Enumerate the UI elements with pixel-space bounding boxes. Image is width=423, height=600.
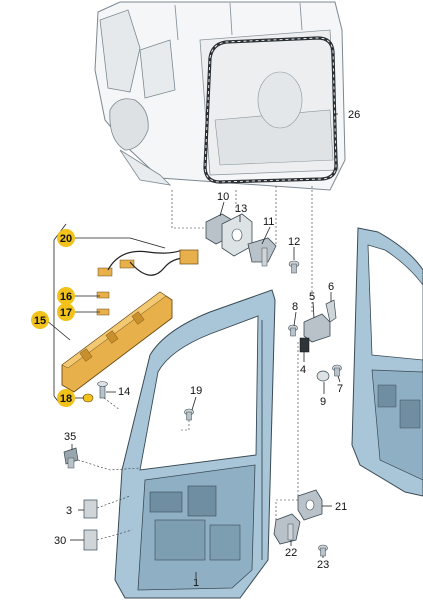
- bolt-8: [288, 324, 298, 337]
- highlight-markers: [31, 229, 75, 407]
- hinge-22: [273, 513, 301, 545]
- bolt-23: [318, 544, 328, 557]
- callout-14: 14: [118, 386, 130, 398]
- callout-labels: 20 16 17 15 18 14 26 10 13 11 12 8 5 6 4…: [34, 109, 360, 589]
- callout-19: 19: [190, 385, 202, 397]
- retaining-clips: [96, 259, 135, 316]
- callout-23: 23: [317, 559, 329, 571]
- callout-13: 13: [235, 203, 247, 215]
- screw-14: [97, 381, 108, 399]
- callout-4: 4: [300, 364, 306, 376]
- callout-8: 8: [292, 301, 298, 313]
- stop-6: [325, 299, 337, 323]
- bracket-21: [297, 489, 323, 521]
- rear-door-panel: [114, 289, 276, 599]
- wiring-harness: [107, 249, 199, 276]
- callout-17: 17: [60, 307, 72, 319]
- callout-18: 18: [60, 393, 72, 405]
- buffer-4: [299, 337, 310, 353]
- pad-30: [83, 529, 98, 551]
- callout-11: 11: [263, 216, 274, 228]
- callout-6: 6: [328, 281, 334, 293]
- vehicle-body-illustration: [94, 1, 346, 191]
- bolt-35: [63, 447, 79, 469]
- callout-21: 21: [335, 501, 347, 513]
- assembly-lines: [77, 186, 313, 541]
- pad-3: [83, 499, 98, 519]
- callout-1: 1: [193, 577, 199, 589]
- callout-26: 26: [348, 109, 360, 121]
- bolt-7: [332, 364, 342, 377]
- side-door-panel: [351, 227, 423, 497]
- callout-16: 16: [60, 291, 72, 303]
- cap-9: [316, 370, 330, 382]
- callout-9: 9: [320, 396, 326, 408]
- callout-30: 30: [54, 535, 66, 547]
- tailgate-trim-bracket: [61, 291, 173, 393]
- bolt-12: [288, 260, 300, 274]
- callout-10: 10: [217, 191, 229, 203]
- callout-22: 22: [285, 547, 297, 559]
- gasket-13: [221, 213, 253, 257]
- door-check-5: [303, 313, 331, 343]
- bolt-19: [184, 408, 194, 421]
- callout-5: 5: [309, 291, 315, 303]
- callout-35: 35: [64, 431, 76, 443]
- callout-15: 15: [34, 315, 46, 327]
- callout-20: 20: [60, 233, 72, 245]
- leader-lines: [45, 113, 341, 578]
- callout-12: 12: [288, 236, 300, 248]
- callout-7: 7: [337, 383, 343, 395]
- callout-3: 3: [66, 505, 72, 517]
- washer-18: [82, 393, 94, 403]
